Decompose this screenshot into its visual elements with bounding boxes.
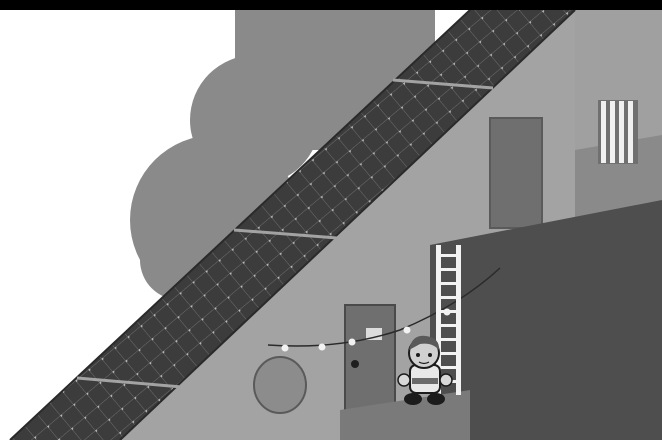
lower-dark-block — [430, 200, 662, 440]
solar-panel-strip-icon — [9, 9, 576, 440]
round-porthole-window — [253, 356, 307, 414]
upper-door[interactable] — [489, 117, 543, 229]
ladder-icon[interactable] — [436, 245, 461, 395]
lower-door[interactable] — [344, 304, 396, 411]
door-knob-icon — [351, 360, 359, 368]
top-frame-bar — [0, 0, 662, 10]
boy-character-icon[interactable] — [397, 335, 453, 405]
barred-window-icon — [598, 100, 638, 164]
